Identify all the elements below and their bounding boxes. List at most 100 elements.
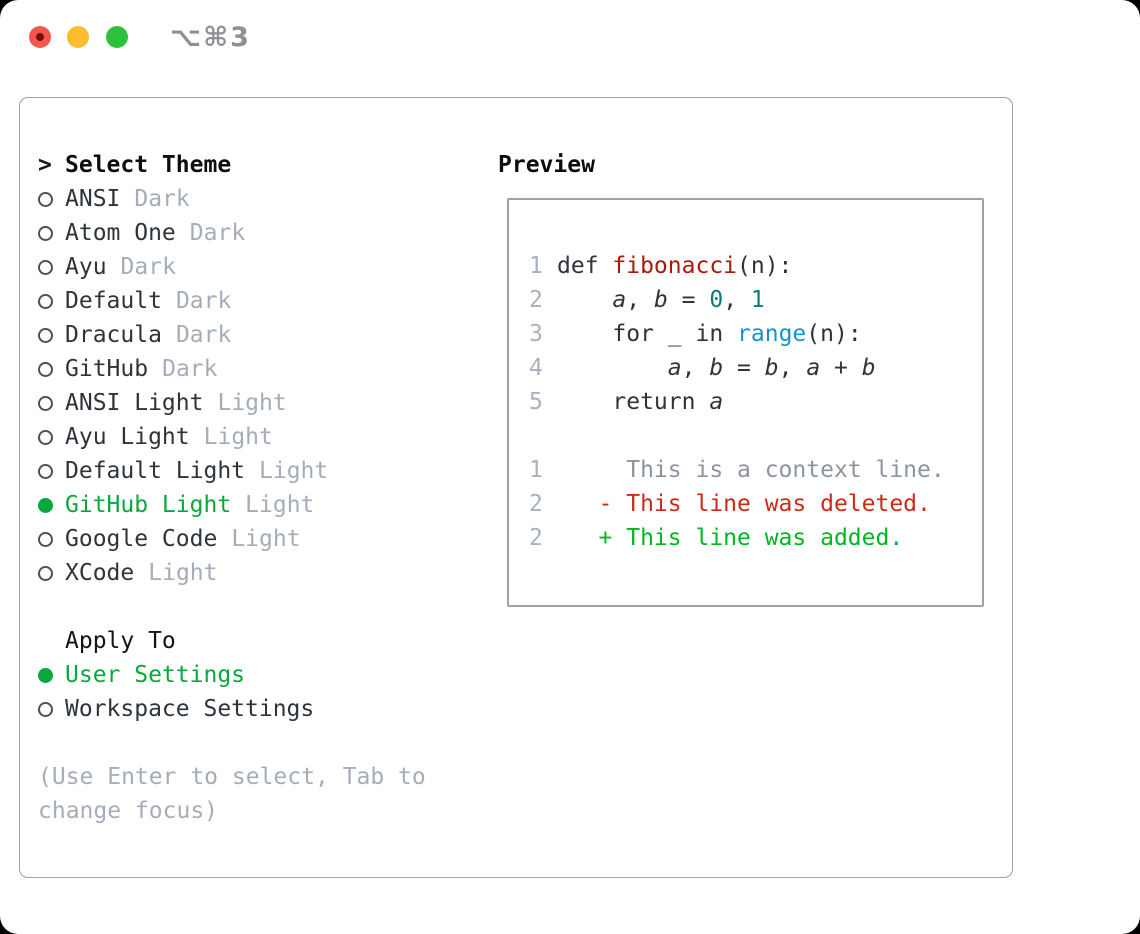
line-number: 3	[529, 321, 543, 347]
theme-variant: Light	[203, 424, 273, 450]
code-segment: This is a context line.	[557, 457, 945, 483]
zoom-button[interactable]	[106, 26, 128, 48]
code-segment: =	[723, 355, 765, 381]
code-segment	[723, 321, 737, 347]
line-number: 2	[529, 287, 543, 313]
theme-variant: Dark	[189, 220, 246, 246]
line-number: 2	[529, 491, 543, 517]
code-line: 4 a, b = b, a + b	[529, 351, 982, 385]
radio-icon	[38, 565, 53, 581]
radio-icon	[38, 293, 53, 309]
code-segment: b	[861, 355, 876, 381]
theme-option-ansi-light[interactable]: ANSI Light Light	[38, 386, 490, 420]
theme-variant: Dark	[162, 356, 218, 382]
radio-icon	[38, 395, 53, 411]
radio-marker	[38, 463, 65, 479]
code-segment: b	[764, 355, 779, 381]
option-label: Dracula	[65, 322, 162, 348]
close-button[interactable]	[29, 26, 51, 48]
radio-marker	[38, 395, 65, 411]
blank-line	[529, 419, 982, 453]
code-segment: a	[612, 287, 627, 313]
apply-to-title: Apply To	[65, 628, 176, 654]
code-segment: - This line was deleted.	[557, 491, 931, 517]
code-segment	[695, 389, 709, 415]
option-label: Atom One	[65, 220, 176, 246]
code-segment: =	[667, 287, 710, 313]
theme-variant: Dark	[134, 186, 190, 212]
radio-marker	[38, 191, 65, 207]
option-label: ANSI	[65, 186, 121, 212]
apply-to-header: Apply To	[38, 624, 490, 658]
option-label: User Settings	[65, 662, 246, 688]
option-label: Default	[65, 288, 162, 314]
option-label: ANSI Light	[65, 390, 204, 416]
code-line: 2 a, b = 0, 1	[529, 283, 982, 317]
radio-marker	[38, 361, 65, 377]
titlebar: ⌥⌘3	[0, 0, 1140, 74]
radio-icon	[38, 191, 53, 207]
code-segment: in	[695, 321, 724, 347]
theme-variant: Light	[217, 390, 287, 416]
radio-icon	[38, 225, 53, 241]
apply-option-workspace-settings[interactable]: Workspace Settings	[38, 692, 490, 726]
code-segment: ,	[778, 355, 807, 381]
radio-marker	[38, 565, 65, 581]
minimize-button[interactable]	[67, 26, 89, 48]
code-segment: _	[653, 321, 696, 347]
diff-deleted-line: 2 - This line was deleted.	[529, 487, 982, 521]
radio-selected-icon	[38, 667, 53, 683]
option-label: Ayu Light	[65, 424, 190, 450]
radio-marker	[38, 531, 65, 547]
hint-text: (Use Enter to select, Tab to change focu…	[38, 764, 426, 824]
code-segment: range	[737, 321, 807, 347]
code-segment	[557, 389, 612, 415]
code-segment	[557, 287, 612, 313]
code-segment: b	[709, 355, 724, 381]
theme-variant: Dark	[120, 254, 176, 280]
line-number: 1	[529, 457, 543, 483]
code-segment: +	[820, 355, 862, 381]
radio-marker	[38, 225, 65, 241]
theme-option-dracula[interactable]: Dracula Dark	[38, 318, 490, 352]
radio-icon	[38, 463, 53, 479]
window-title: ⌥⌘3	[170, 22, 251, 53]
radio-selected-icon	[38, 497, 53, 513]
theme-option-ansi[interactable]: ANSI Dark	[38, 182, 490, 216]
radio-marker	[38, 293, 65, 309]
code-segment: a	[709, 389, 724, 415]
theme-variant: Light	[148, 560, 218, 586]
line-number: 4	[529, 355, 543, 381]
code-segment: + This line was added.	[557, 525, 904, 551]
spacer	[38, 590, 490, 624]
radio-icon	[38, 259, 53, 275]
prompt-icon: >	[38, 152, 52, 178]
diff-context-line: 1 This is a context line.	[529, 453, 982, 487]
code-segment: ,	[681, 355, 710, 381]
theme-variant: Dark	[175, 322, 232, 348]
radio-marker	[38, 327, 65, 343]
code-line: 5 return a	[529, 385, 982, 419]
theme-variant: Light	[231, 526, 301, 552]
theme-option-ayu-light[interactable]: Ayu Light Light	[38, 420, 490, 454]
radio-marker	[38, 701, 65, 717]
code-segment: def	[557, 253, 613, 279]
preview-title: Preview	[498, 152, 595, 178]
theme-list-title: Select Theme	[65, 152, 232, 178]
apply-option-user-settings[interactable]: User Settings	[38, 658, 490, 692]
theme-option-atom-one[interactable]: Atom One Dark	[38, 216, 490, 250]
option-label: GitHub Light	[65, 492, 232, 518]
radio-icon	[38, 531, 53, 547]
theme-variant: Light	[259, 458, 329, 484]
